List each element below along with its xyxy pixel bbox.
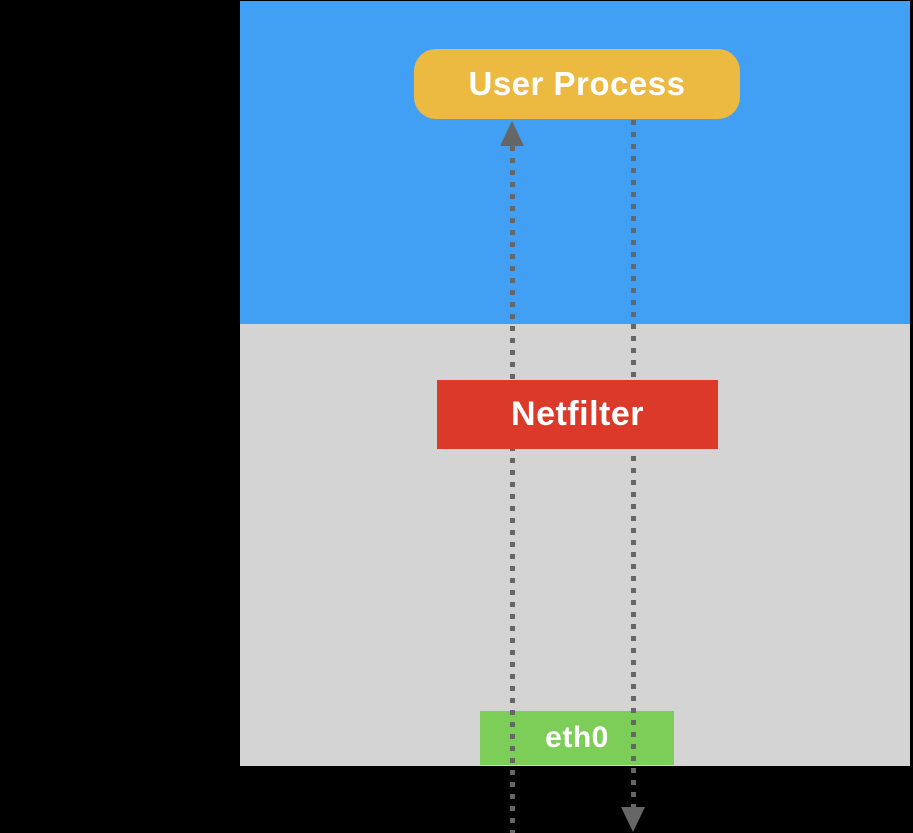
node-eth0-label: eth0 (545, 721, 609, 754)
node-netfilter-label: Netfilter (511, 395, 644, 433)
node-user-process: User Process (414, 49, 740, 119)
outbound-packet-flow-line (631, 120, 636, 807)
arrow-up-icon (500, 121, 524, 146)
node-netfilter: Netfilter (437, 380, 718, 449)
node-user-process-label: User Process (468, 65, 686, 102)
inbound-packet-flow-line (510, 146, 515, 833)
arrow-down-icon (621, 807, 645, 832)
